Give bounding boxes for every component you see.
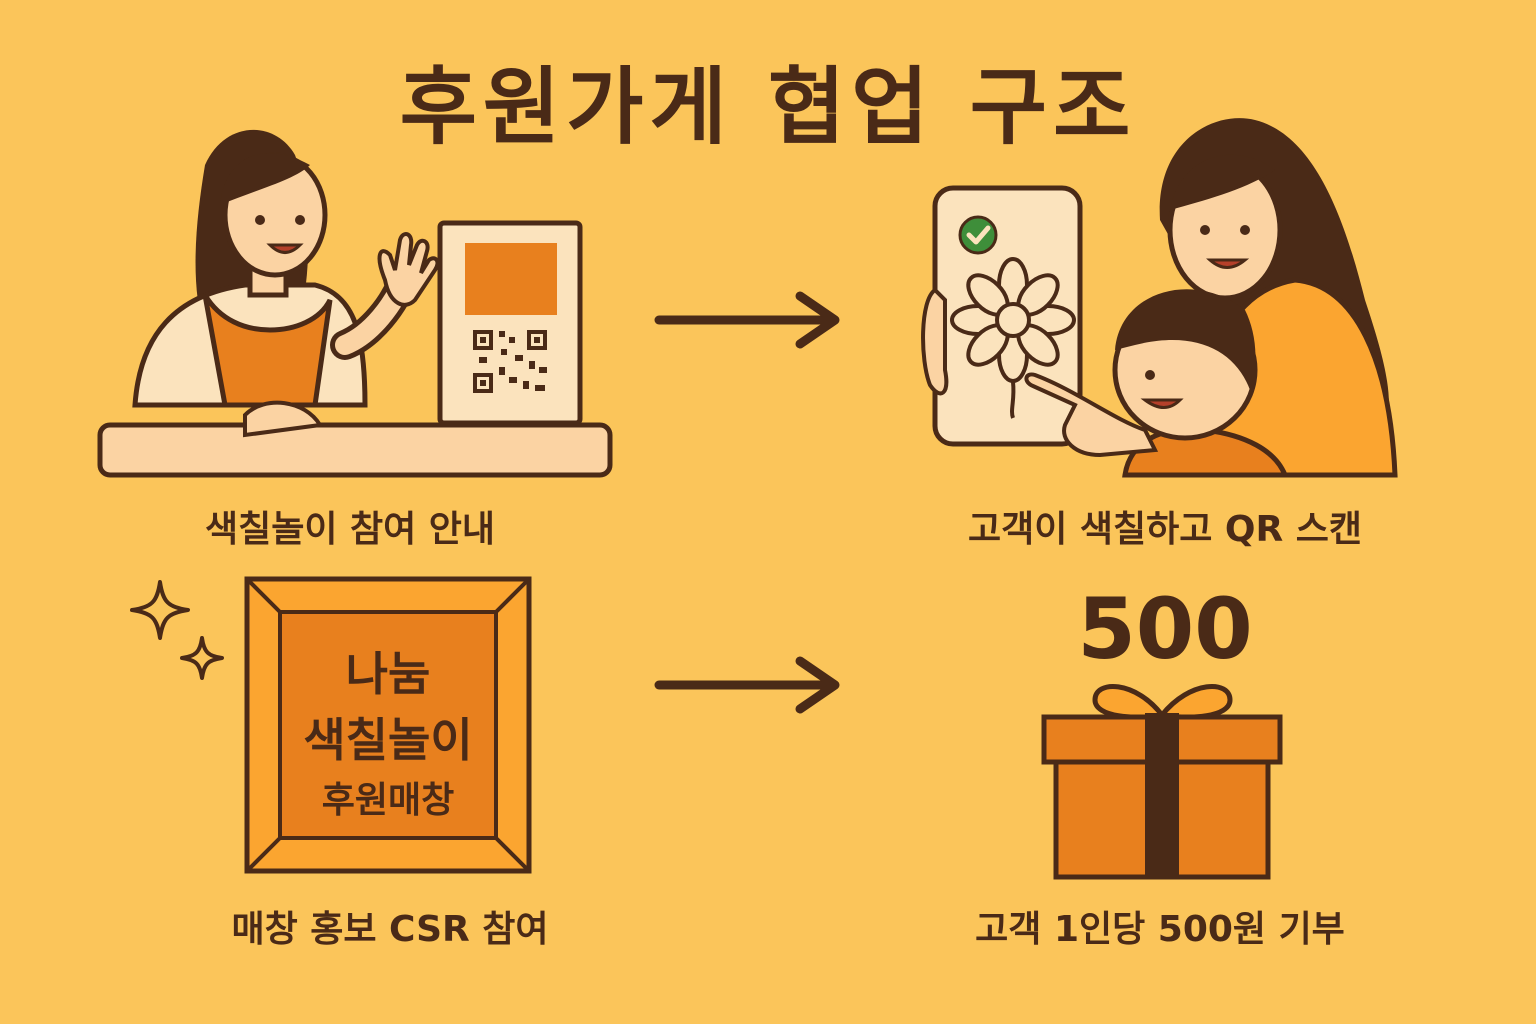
promo-caption: 매창 홍보 CSR 참여 bbox=[231, 909, 549, 950]
sign-line-1: 나눔 bbox=[345, 647, 431, 701]
scan-caption: 고객이 색칠하고 QR 스캔 bbox=[967, 509, 1362, 550]
sign-line-2: 색칠놀이 bbox=[303, 713, 473, 767]
sparkle-icon bbox=[130, 580, 224, 680]
page-title: 후원가게 협업 구조 bbox=[399, 58, 1137, 156]
promo-sign: 나눔 색칠놀이 후원매창 bbox=[244, 576, 532, 874]
promo-sign-frame bbox=[244, 576, 532, 874]
guide-caption: 색칠놀이 참여 안내 bbox=[204, 509, 496, 550]
gift-box-icon bbox=[1041, 684, 1283, 880]
arrow-right-icon bbox=[654, 656, 840, 714]
shop-owner-illustration bbox=[97, 129, 613, 478]
arrow-right-icon bbox=[654, 291, 840, 349]
sign-line-3: 후원매창 bbox=[321, 780, 455, 821]
donate-caption: 고객 1인당 500원 기부 bbox=[975, 909, 1345, 950]
customer-scan-illustration bbox=[921, 118, 1398, 478]
donation-amount: 500 bbox=[1077, 580, 1253, 678]
